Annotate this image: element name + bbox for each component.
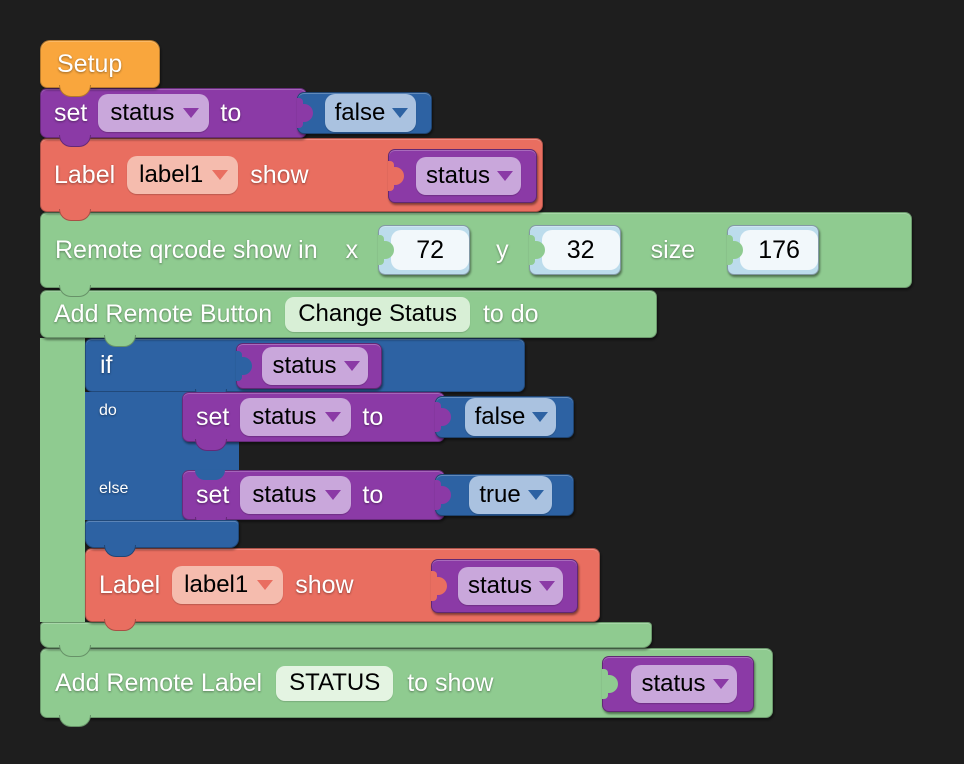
to-show-keyword: to show (407, 668, 494, 697)
condition-value-block[interactable]: status (236, 343, 382, 389)
button-name-input[interactable]: Change Status (285, 296, 470, 332)
variable-dropdown[interactable]: status (262, 347, 368, 385)
variable-dropdown-value: status (252, 403, 317, 430)
number-input[interactable]: 176 (740, 230, 819, 270)
show-keyword: show (295, 570, 354, 599)
dropdown-arrow-icon (257, 580, 274, 590)
variable-dropdown[interactable]: status (415, 157, 522, 195)
set-variable-block[interactable]: set status to false (182, 392, 579, 451)
setup-block[interactable]: Setup (40, 40, 160, 97)
dropdown-arrow-icon (527, 490, 544, 500)
variable-dropdown[interactable]: status (457, 567, 564, 605)
dropdown-arrow-icon (497, 171, 514, 181)
x-label: x (345, 235, 359, 264)
setup-label: Setup (57, 49, 123, 78)
variable-dropdown[interactable]: status (98, 94, 210, 132)
add-remote-label-label: Add Remote Label (55, 668, 263, 697)
dropdown-arrow-icon (532, 412, 549, 422)
boolean-dropdown[interactable]: false (324, 94, 417, 132)
number-value-block[interactable]: 72 (378, 225, 471, 275)
variable-dropdown-value: status (252, 481, 317, 508)
to-keyword: to (220, 98, 242, 127)
variable-dropdown[interactable]: status (240, 476, 352, 514)
if-body: do else set status to (85, 392, 579, 529)
label-target-dropdown[interactable]: label1 (172, 566, 284, 604)
if-header[interactable]: if status (85, 338, 525, 401)
show-keyword: show (250, 160, 309, 189)
boolean-dropdown[interactable]: false (464, 398, 557, 436)
dropdown-arrow-icon (539, 581, 556, 591)
label-target-dropdown[interactable]: label1 (127, 156, 239, 194)
variable-dropdown-value: status (272, 352, 337, 379)
dropdown-arrow-icon (212, 170, 229, 180)
label-show-block[interactable]: Label label1 show status (40, 138, 543, 221)
label-keyword: Label (99, 570, 161, 599)
variable-dropdown[interactable]: status (631, 665, 737, 703)
add-remote-button-body: if status do else set (40, 338, 657, 631)
label-name-input[interactable]: STATUS (276, 665, 394, 701)
label-show-block[interactable]: Label label1 show status (85, 548, 600, 631)
number-input[interactable]: 72 (391, 230, 470, 270)
remote-qrcode-block[interactable]: Remote qrcode show in x 72 y 32 size 176 (40, 212, 912, 297)
size-label: size (650, 235, 696, 264)
to-do-keyword: to do (482, 299, 539, 328)
qrcode-label: Remote qrcode show in (55, 235, 318, 264)
dropdown-arrow-icon (325, 412, 342, 422)
else-keyword: else (99, 480, 129, 497)
variable-dropdown-value: status (641, 670, 706, 697)
variable-value-block[interactable]: status (602, 656, 754, 712)
variable-value-block[interactable]: status (431, 559, 578, 613)
label-keyword: Label (54, 160, 116, 189)
boolean-dropdown-value: true (479, 481, 521, 508)
set-variable-block[interactable]: set status to true (182, 470, 579, 529)
set-variable-body[interactable]: set status to (40, 88, 307, 147)
variable-dropdown-value: status (425, 162, 491, 189)
if-footer (85, 520, 239, 557)
add-remote-button-footer (40, 622, 652, 657)
dropdown-arrow-icon (343, 361, 360, 371)
boolean-dropdown[interactable]: true (469, 476, 552, 514)
boolean-value-block[interactable]: false (297, 92, 432, 134)
label-target-value: label1 (184, 571, 249, 598)
y-label: y (496, 235, 509, 264)
add-remote-label-block[interactable]: Add Remote Label STATUS to show status (40, 648, 773, 727)
do-keyword: do (99, 402, 117, 419)
label-name-value: STATUS (289, 669, 381, 696)
add-remote-button-header[interactable]: Add Remote Button Change Status to do (40, 290, 657, 347)
set-variable-body[interactable]: set status to (182, 470, 445, 529)
if-else-block[interactable]: if status do else set (85, 338, 579, 557)
boolean-dropdown-value: false (474, 403, 526, 430)
number-input[interactable]: 32 (541, 230, 620, 270)
dropdown-arrow-icon (392, 108, 409, 118)
set-keyword: set (54, 98, 88, 127)
button-name-value: Change Status (298, 300, 457, 327)
label-target-value: label1 (139, 161, 204, 188)
set-variable-block[interactable]: set status to false (40, 88, 432, 147)
boolean-dropdown-value: false (334, 99, 386, 126)
set-keyword: set (196, 480, 230, 509)
add-remote-button-label: Add Remote Button (54, 299, 273, 328)
if-else-divider (182, 442, 579, 470)
variable-dropdown-value: status (110, 99, 175, 126)
boolean-value-block[interactable]: true (435, 474, 574, 516)
dropdown-arrow-icon (325, 490, 342, 500)
to-keyword: to (362, 480, 384, 509)
to-keyword: to (362, 402, 384, 431)
variable-dropdown[interactable]: status (240, 398, 352, 436)
dropdown-arrow-icon (712, 679, 729, 689)
set-variable-body[interactable]: set status to (182, 392, 445, 451)
dropdown-arrow-icon (183, 108, 200, 118)
variable-dropdown-value: status (467, 572, 533, 599)
if-keyword: if (100, 350, 113, 379)
number-value-block[interactable]: 32 (528, 225, 621, 275)
add-remote-button-block[interactable]: Add Remote Button Change Status to do if… (40, 290, 657, 657)
boolean-value-block[interactable]: false (435, 396, 574, 438)
number-value-block[interactable]: 176 (727, 225, 820, 275)
variable-value-block[interactable]: status (388, 149, 537, 203)
set-keyword: set (196, 402, 230, 431)
